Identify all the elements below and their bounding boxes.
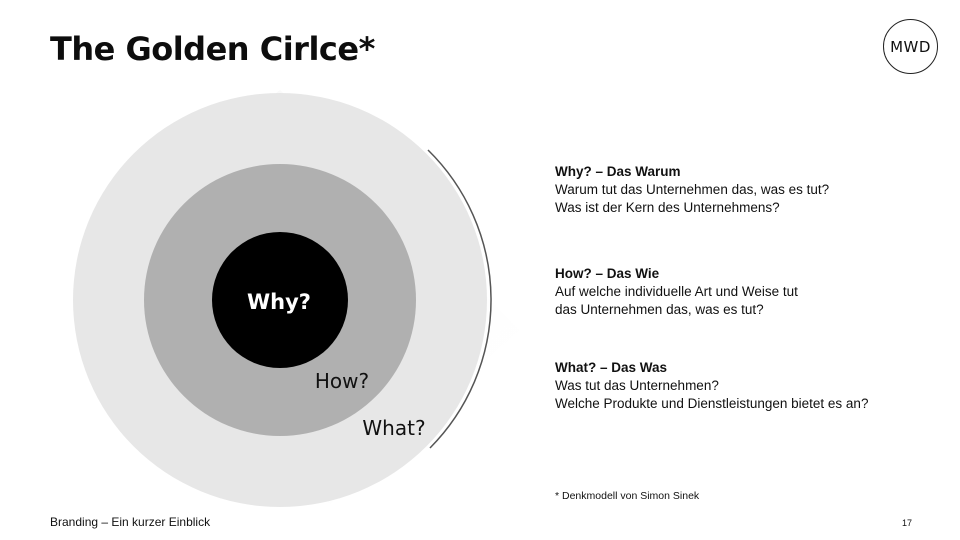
why-line-2: Was ist der Kern des Unternehmens?: [555, 200, 780, 215]
why-label: Why?: [247, 290, 311, 314]
footnote: * Denkmodell von Simon Sinek: [555, 490, 700, 502]
why-heading: Why? – Das Warum: [555, 164, 681, 179]
what-heading: What? – Das Was: [555, 360, 668, 375]
what-description: What? – Das Was Was tut das Unternehmen?…: [555, 359, 915, 413]
how-heading: How? – Das Wie: [555, 266, 660, 281]
how-line-2: das Unternehmen das, was es tut?: [555, 302, 764, 317]
what-line-1: Was tut das Unternehmen?: [555, 378, 719, 393]
mwd-logo: MWD: [883, 19, 938, 74]
inner-circle-why: [212, 232, 348, 368]
why-description: Why? – Das Warum Warum tut das Unternehm…: [555, 163, 915, 217]
footer-title: Branding – Ein kurzer Einblick: [50, 515, 211, 529]
logo-text: MWD: [890, 37, 931, 56]
what-line-2: Welche Produkte und Dienstleistungen bie…: [555, 396, 869, 411]
how-description: How? – Das Wie Auf welche individuelle A…: [555, 265, 915, 319]
why-line-1: Warum tut das Unternehmen das, was es tu…: [555, 182, 830, 197]
what-label: What?: [362, 416, 425, 440]
page-number: 17: [902, 518, 913, 528]
slide-title: The Golden Cirlce*: [50, 30, 375, 68]
outer-circle-arc: [427, 149, 492, 449]
how-line-1: Auf welche individuelle Art und Weise tu…: [555, 284, 798, 299]
how-label: How?: [315, 369, 369, 393]
